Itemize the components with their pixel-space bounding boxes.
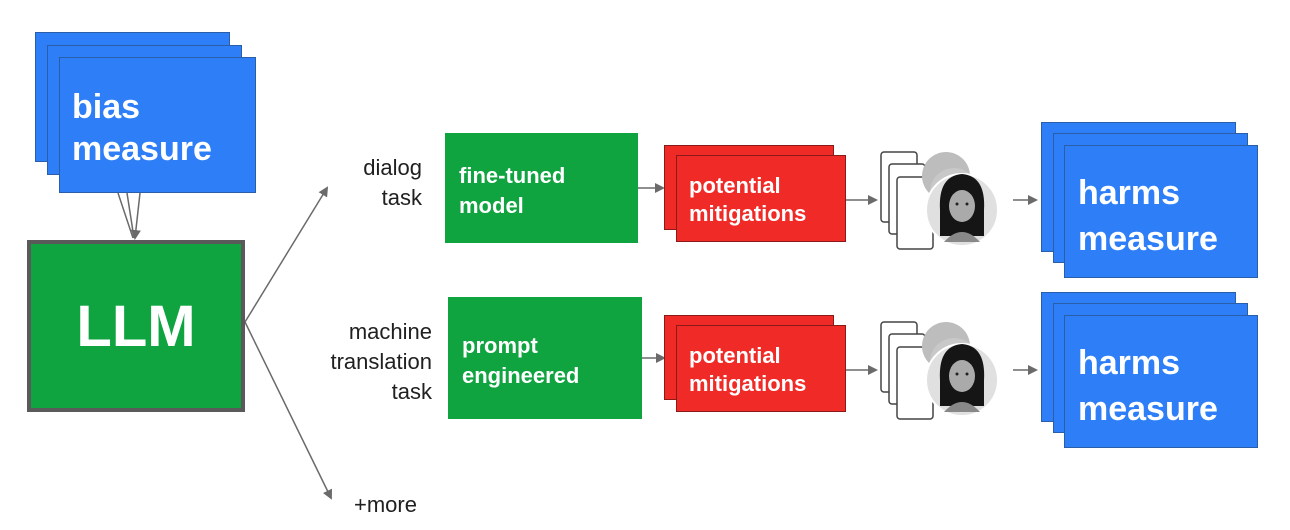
llm-to-dialog-arrow (244, 186, 329, 323)
dialog-task-line2: task (381, 185, 422, 210)
prompt-engineered-line2: engineered (462, 363, 580, 388)
bias-to-llm-arrow (117, 192, 141, 240)
bias-measure-line1: bias (72, 88, 141, 126)
harms-line1-1: harms (1078, 174, 1181, 212)
harms-measure-box-2: harms measure (1064, 315, 1258, 448)
harms-line1-2: harms (1078, 344, 1181, 382)
fine-tuned-model-box: fine-tuned model (445, 133, 638, 243)
phone-stack-icon (880, 321, 934, 420)
mitigation-line1-2: potential (689, 343, 781, 368)
potential-mitigations-box-2: potential mitigations (676, 325, 846, 412)
prompt-engineered-line1: prompt (462, 333, 538, 358)
llm-to-more-arrow (244, 321, 332, 500)
harms-measure-box-1: harms measure (1064, 145, 1258, 278)
translation-task-line1: machine (348, 319, 432, 344)
users-group-1 (880, 151, 999, 250)
llm-label: LLM (76, 293, 196, 359)
mitigation-line1-1: potential (689, 173, 781, 198)
person-avatar-icon (922, 322, 999, 417)
bias-measure-card: bias measure (59, 57, 256, 193)
person-avatar-icon (922, 152, 999, 247)
harms-line2-1: measure (1078, 220, 1218, 258)
translation-task-label: machine translation task (280, 317, 432, 407)
mitigation-line2-2: mitigations (689, 371, 807, 396)
bias-measure-line2: measure (72, 130, 212, 168)
llm-box: LLM (27, 240, 245, 412)
fine-tuned-model-line1: fine-tuned (459, 163, 566, 188)
dialog-task-label: dialog task (300, 153, 422, 213)
users-group-2 (880, 321, 999, 420)
potential-mitigations-box-1: potential mitigations (676, 155, 846, 242)
translation-task-line3: task (391, 379, 432, 404)
fine-tuned-model-line2: model (459, 193, 524, 218)
prompt-engineered-box: prompt engineered (448, 297, 642, 419)
translation-task-line2: translation (330, 349, 432, 374)
more-label: +more (354, 492, 417, 517)
harms-line2-2: measure (1078, 390, 1218, 428)
dialog-task-line1: dialog (363, 155, 422, 180)
mitigation-line2-1: mitigations (689, 201, 807, 226)
